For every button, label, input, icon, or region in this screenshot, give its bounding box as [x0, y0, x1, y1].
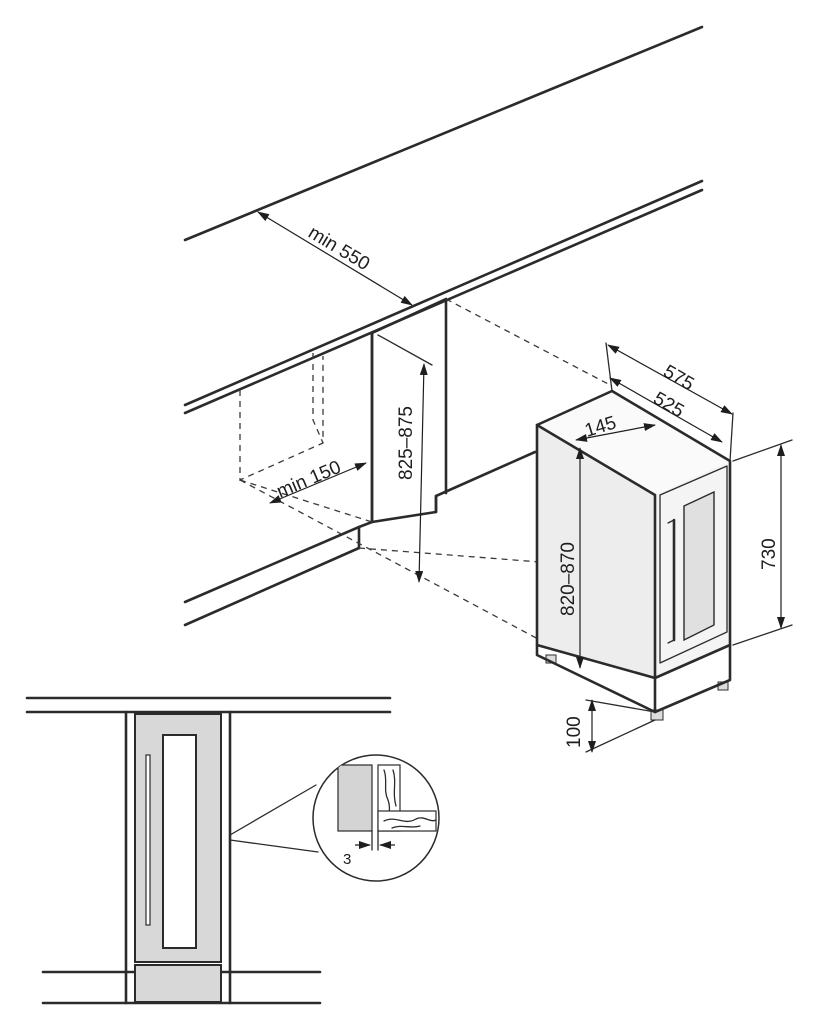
detail-wood-grain-4 — [391, 825, 421, 829]
label-gap: 3 — [343, 851, 351, 868]
left-cabinet-hidden — [239, 356, 324, 482]
countertop-front-edge-top — [183, 179, 704, 407]
cooler-side — [537, 425, 655, 678]
door-frame — [659, 465, 728, 664]
dim-145-line — [575, 423, 656, 442]
cooler-top — [537, 391, 730, 495]
label-min-150: min 150 — [274, 457, 344, 503]
handle-top-bracket — [667, 519, 675, 524]
right-cabinet-base — [434, 450, 537, 514]
niche-left-panel — [370, 331, 438, 524]
handle-bottom-bracket — [667, 639, 675, 644]
plinth-left-top — [183, 525, 361, 604]
label-100: 100 — [564, 716, 585, 748]
left-inner-hidden — [312, 353, 324, 444]
front-appliance-glass — [162, 734, 197, 949]
dim-100-ext-top — [585, 699, 656, 713]
dim-niche-height-ext — [377, 334, 433, 366]
front-appliance-plinth — [134, 964, 222, 1003]
detail-wood-grain-2 — [392, 769, 397, 807]
dimension-lines — [257, 211, 793, 753]
dim-525-line — [609, 377, 723, 443]
dim-575-ext-right — [729, 412, 734, 462]
gap-detail: 3 — [312, 754, 440, 882]
detail-leader-bottom — [229, 839, 319, 853]
dim-730-ext-bottom — [732, 624, 793, 646]
dim-100-ext-bottom — [585, 719, 656, 753]
label-730: 730 — [759, 538, 780, 570]
detail-wood-grain-3 — [383, 817, 437, 823]
plinth-left-bottom — [183, 546, 361, 627]
niche-floor-front-hidden — [239, 479, 541, 641]
niche-top-hidden — [445, 298, 613, 387]
dim-min-150-line — [269, 462, 367, 504]
label-min-550: min 550 — [304, 222, 373, 275]
detail-leader-top — [229, 784, 317, 836]
wine-cooler — [535, 389, 732, 721]
door-glass — [683, 490, 715, 642]
niche-floor-mid-hidden — [358, 547, 541, 563]
plinth-join — [357, 520, 374, 529]
dim-730-ext-top — [732, 439, 793, 462]
front-view — [25, 696, 392, 1005]
label-niche-height: 825–875 — [396, 406, 417, 480]
dim-niche-height-line — [415, 363, 428, 583]
front-appliance-handle — [145, 754, 151, 926]
label-820-870: 820–870 — [558, 542, 579, 616]
countertop-back-edge — [183, 25, 704, 242]
niche-top-edge — [370, 297, 448, 335]
dim-min-550-line — [257, 211, 413, 306]
detail-appliance-section — [337, 764, 373, 832]
